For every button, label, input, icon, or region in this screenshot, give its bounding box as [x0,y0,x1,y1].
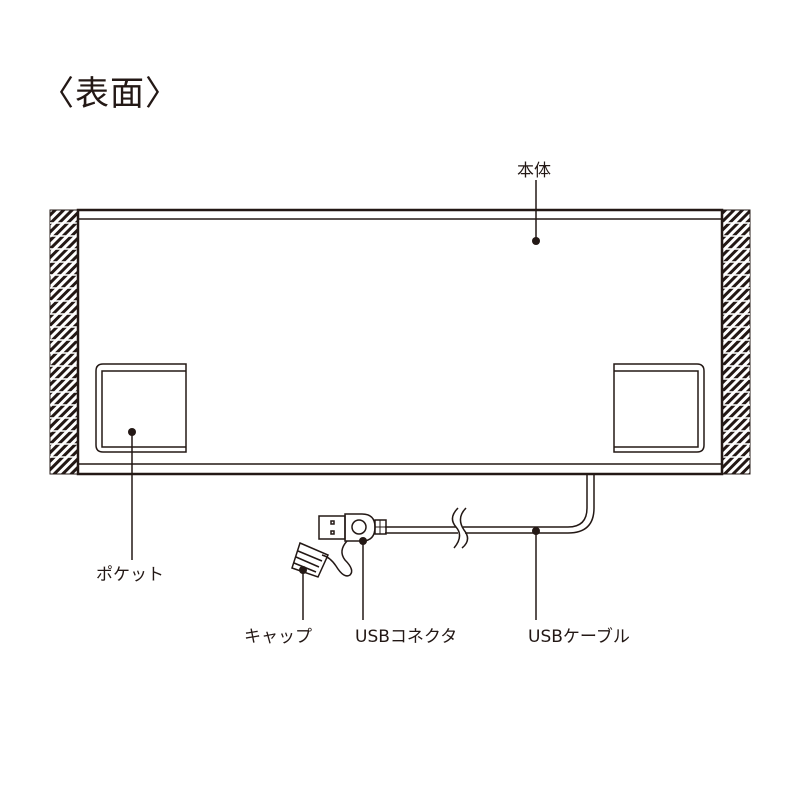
main-body [76,208,724,476]
left-hatched-edge [49,209,79,475]
usb-connector [318,513,387,542]
label-body: 本体 [517,161,551,181]
right-pocket [613,363,705,453]
hatch-separators [50,222,750,458]
label-usb-cable: USBケーブル [528,627,630,647]
label-pocket: ポケット [96,565,164,585]
section-title: 〈表面〉 [40,74,180,114]
label-usb-connector: USBコネクタ [355,627,458,647]
leader-dots [128,237,540,574]
usb-cable [385,474,595,549]
left-pocket [95,363,187,453]
label-cap: キャップ [244,627,312,647]
leader-lines [131,180,537,620]
right-hatched-edge [721,209,751,475]
